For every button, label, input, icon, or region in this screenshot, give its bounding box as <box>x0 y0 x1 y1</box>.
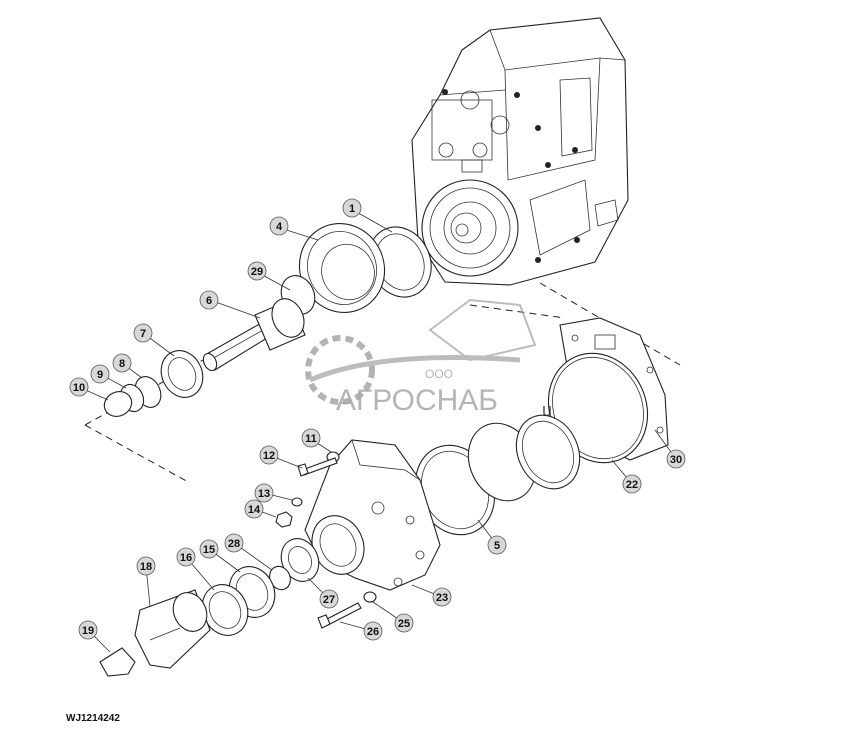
callout-19: 19 <box>78 620 98 640</box>
part-7-bearing <box>160 350 204 398</box>
callout-label: 15 <box>203 544 215 556</box>
callout-13: 13 <box>254 483 274 503</box>
callout-6: 6 <box>199 290 219 310</box>
callout-group: 1429678910111213142816151819272625235223… <box>69 198 686 641</box>
part-10-bushing <box>103 391 133 417</box>
callout-bubble <box>319 589 339 609</box>
callout-28: 28 <box>224 533 244 553</box>
part-26-bolt <box>317 602 362 629</box>
callout-bubble <box>394 613 414 633</box>
watermark-suffix: u <box>542 400 552 420</box>
callout-label: 10 <box>73 382 85 394</box>
callout-bubble <box>78 620 98 640</box>
callout-18: 18 <box>136 556 156 576</box>
part-19-cap <box>99 647 136 677</box>
callout-4: 4 <box>269 216 289 236</box>
callout-23: 23 <box>432 587 452 607</box>
callout-bubble <box>69 377 89 397</box>
callout-bubble <box>622 474 642 494</box>
callout-label: 1 <box>349 203 355 215</box>
callout-11: 11 <box>301 428 321 448</box>
callout-14: 14 <box>244 499 264 519</box>
callout-bubble <box>363 621 383 641</box>
watermark-company-name: АГРОСНАБ <box>336 384 498 417</box>
callout-label: 28 <box>228 538 240 550</box>
callout-label: 6 <box>206 295 212 307</box>
callout-25: 25 <box>394 613 414 633</box>
gearbox-housing <box>411 17 629 286</box>
callout-12: 12 <box>259 445 279 465</box>
part-6-shaft <box>202 298 306 372</box>
callout-bubble <box>269 216 289 236</box>
callout-bubble <box>90 364 110 384</box>
callout-27: 27 <box>319 589 339 609</box>
callout-bubble <box>244 499 264 519</box>
callout-7: 7 <box>133 323 153 343</box>
callout-bubble <box>224 533 244 553</box>
callout-label: 11 <box>305 433 317 445</box>
callout-label: 30 <box>670 454 682 466</box>
callout-label: 23 <box>436 592 448 604</box>
callout-16: 16 <box>176 547 196 567</box>
callout-30: 30 <box>666 449 686 469</box>
callout-8: 8 <box>112 353 132 373</box>
callout-label: 14 <box>248 504 261 516</box>
callout-bubble <box>112 353 132 373</box>
callout-bubble <box>342 198 362 218</box>
callout-label: 22 <box>626 479 638 491</box>
callout-bubble <box>133 323 153 343</box>
callout-bubble <box>199 290 219 310</box>
part-25-washer <box>363 591 377 603</box>
callout-label: 7 <box>140 328 146 340</box>
callout-5: 5 <box>487 535 507 555</box>
callout-bubble <box>301 428 321 448</box>
callout-bubble <box>247 261 267 281</box>
callout-label: 19 <box>82 625 94 637</box>
callout-label: 8 <box>119 358 125 370</box>
callout-bubble <box>176 547 196 567</box>
callout-label: 27 <box>323 594 335 606</box>
callout-22: 22 <box>622 474 642 494</box>
part-4-seal <box>298 222 386 314</box>
callout-26: 26 <box>363 621 383 641</box>
callout-label: 25 <box>398 618 410 630</box>
callout-label: 9 <box>97 369 103 381</box>
callout-label: 12 <box>263 450 275 462</box>
callout-9: 9 <box>90 364 110 384</box>
callout-label: 29 <box>251 266 263 278</box>
part-18-yoke <box>134 589 211 669</box>
callout-label: 26 <box>367 626 379 638</box>
callout-10: 10 <box>69 377 89 397</box>
callout-bubble <box>666 449 686 469</box>
figure-id: WJ1214242 <box>66 713 120 724</box>
callout-label: 16 <box>180 552 192 564</box>
callout-bubble <box>259 445 279 465</box>
callout-label: 5 <box>494 540 500 552</box>
callout-label: 18 <box>140 561 152 573</box>
callout-29: 29 <box>247 261 267 281</box>
callout-bubble <box>487 535 507 555</box>
callout-label: 4 <box>276 221 283 233</box>
part-13-washer <box>291 497 303 507</box>
part-23-housing <box>304 439 441 591</box>
part-14-nut <box>275 511 293 528</box>
callout-bubble <box>199 539 219 559</box>
callout-bubble <box>254 483 274 503</box>
watermark-logo: ООО АГРОСНАБ u <box>305 298 552 420</box>
callout-15: 15 <box>199 539 219 559</box>
callout-label: 13 <box>258 488 270 500</box>
callout-bubble <box>432 587 452 607</box>
part-5-spring-pack <box>414 414 581 536</box>
watermark-prefix: ООО <box>425 367 453 381</box>
callout-bubble <box>136 556 156 576</box>
callout-1: 1 <box>342 198 362 218</box>
